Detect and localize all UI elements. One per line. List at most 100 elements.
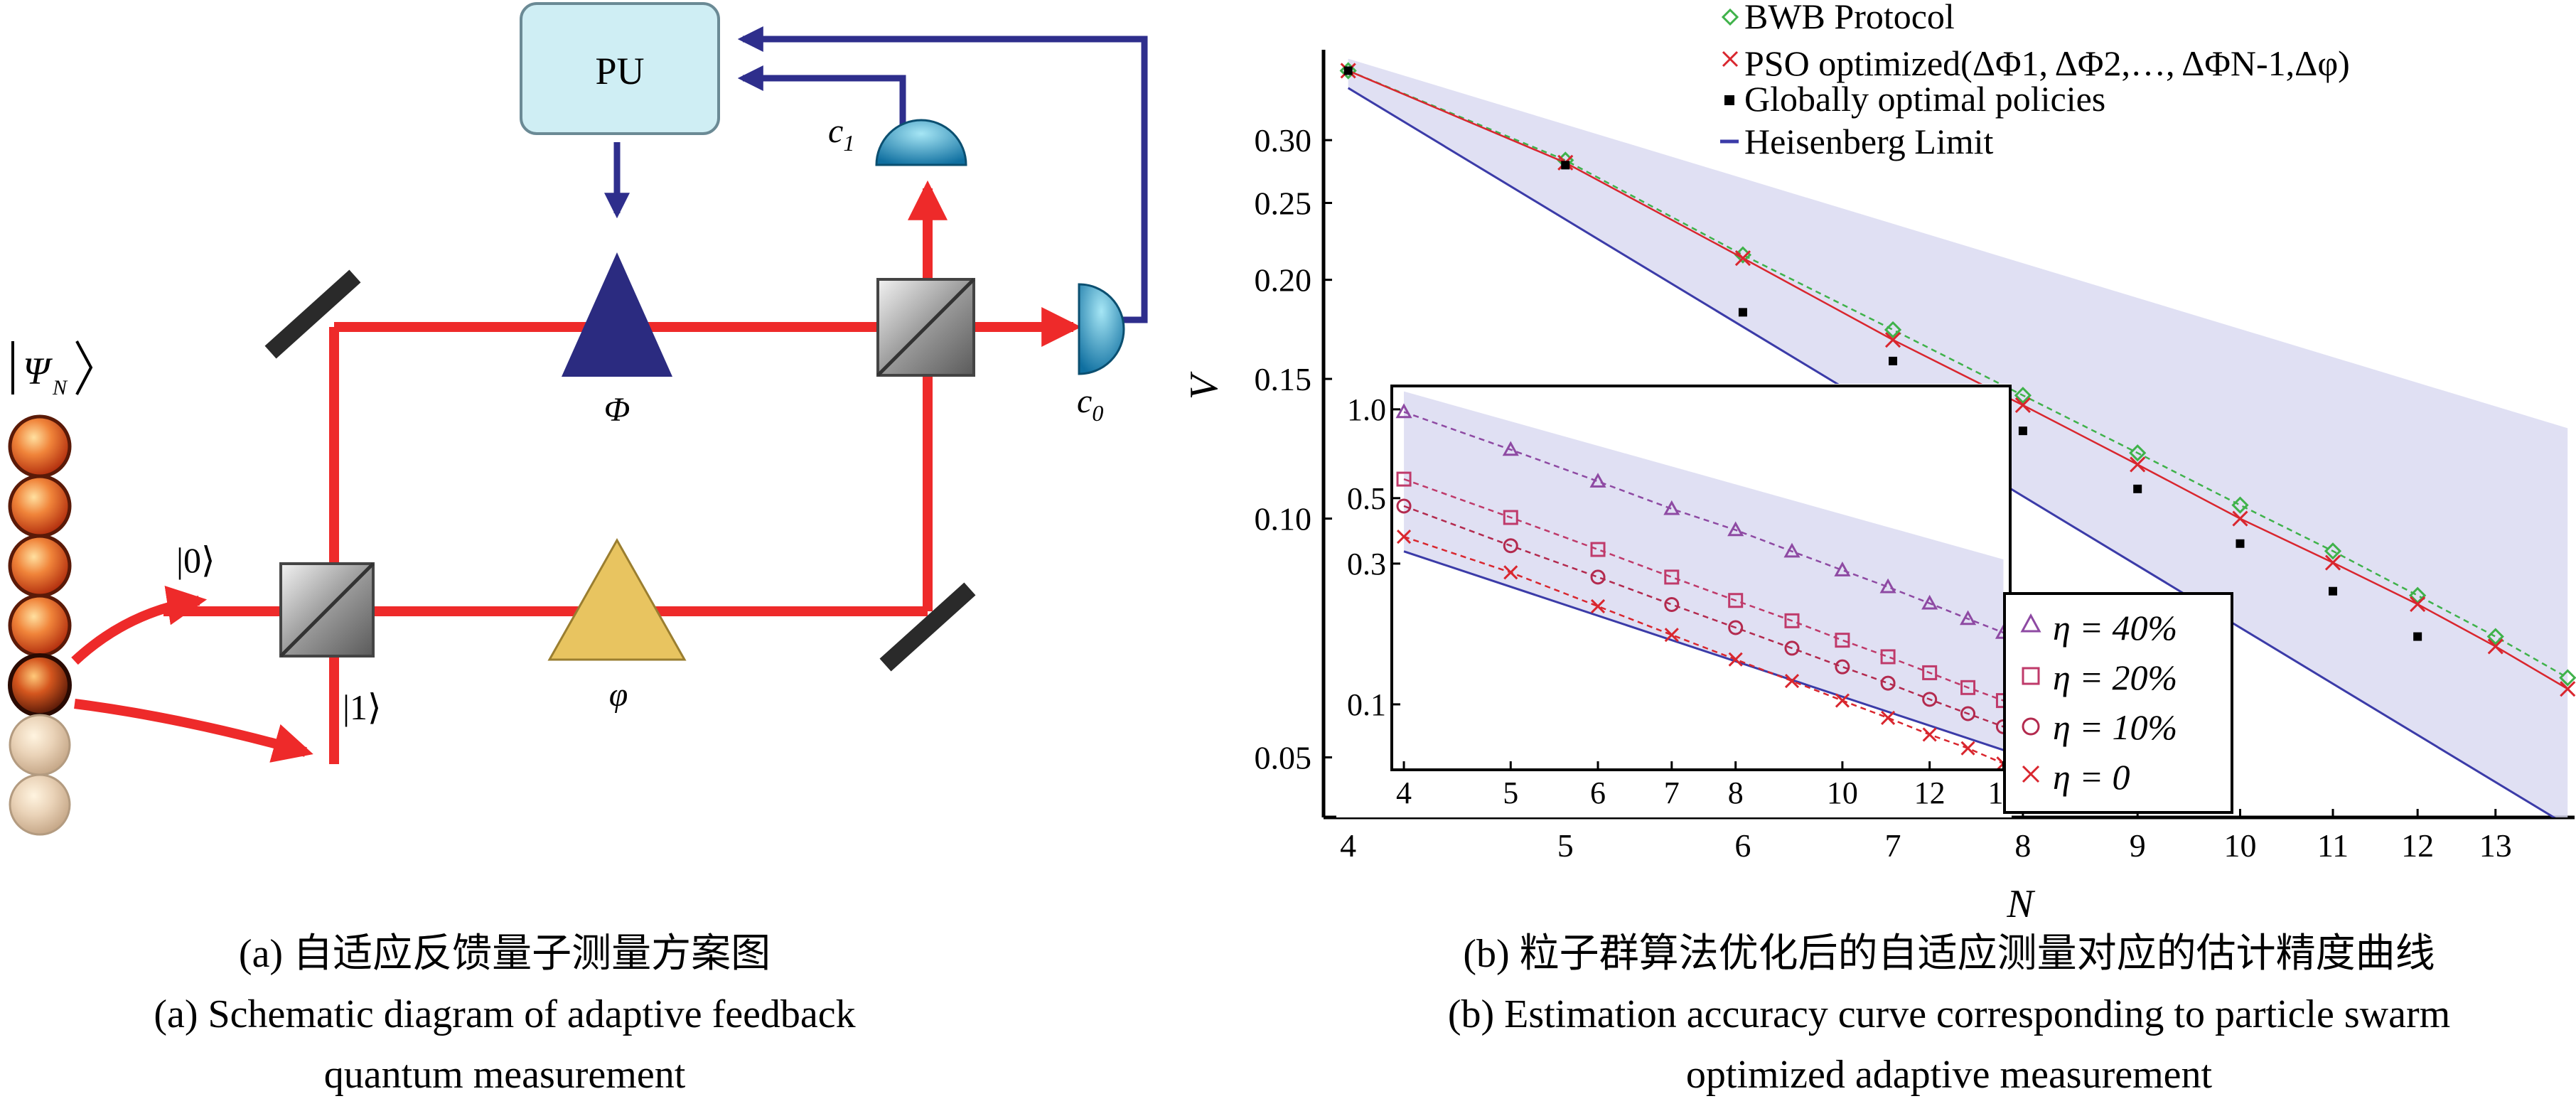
pso-point [2560,681,2576,697]
legend-eta20-marker [2022,667,2040,685]
x-tick-label: 11 [2317,827,2349,864]
inset-chart: 456781012140.10.30.51.0 η = 40% η = 20% … [1336,384,2233,817]
inset-eta40-point [1783,542,1800,558]
inset-eta10-point [1880,675,1896,691]
pso-point [2324,554,2341,571]
y-tick-label: 0.20 [1255,262,1312,299]
caption-a-en-line1: (a) Schematic diagram of adaptive feedba… [154,992,855,1036]
legend-eta10-marker [2022,717,2040,736]
inset-eta20-point [1590,542,1606,557]
optimal-point [1738,308,1747,317]
legend-pso-marker [1722,50,1739,68]
inset-eta10-point [1835,659,1850,675]
inset-eta0-point [1396,530,1412,544]
pso-point [1734,250,1751,267]
schematic-diagram: PU Φ φ c1 [8,2,1148,836]
bwb-point [2486,628,2504,645]
inset-eta0-point [1728,652,1743,667]
pso-point [2130,456,2146,473]
x-tick-label: 6 [1734,827,1751,864]
captions: (a) 自适应反馈量子测量方案图 (a) Schematic diagram o… [154,932,2450,1097]
bwb-point [2231,496,2249,514]
x-tick-label: 10 [2223,827,2256,864]
main-legend: BWB Protocol PSO optimized(ΔΦ1, ΔΦ2,…, Δ… [1720,0,2350,161]
inset-eta40-point [1921,594,1938,610]
mirror-top-left [264,269,361,359]
inset-x-tick-label: 8 [1728,775,1744,810]
pu-label: PU [595,50,644,92]
inset-eta0-point [1960,741,1975,756]
phase-shifter-small-phi [547,537,687,661]
optimal-point [1343,66,1353,75]
inset-eta0-point [1881,710,1896,725]
bwb-point [2559,669,2576,687]
processing-unit-box [520,2,720,135]
bwb-point [2409,586,2427,604]
legend-pso-label: PSO optimized(ΔΦ1, ΔΦ2,…, ΔΦN-1,Δφ) [1744,43,2350,83]
pso-point [1884,332,1901,348]
inset-legend-box [2003,592,2233,814]
inset-eta0-point [1784,673,1800,689]
y-tick-label: 0.30 [1255,122,1312,159]
beam-splitter-input [279,562,375,658]
inset-x-tick-label: 5 [1503,775,1518,810]
mirror-bottom-right [879,582,976,672]
inset-x-tick-label: 10 [1827,775,1858,810]
c1-label: c1 [828,112,854,156]
inset-x-tick-label: 7 [1664,775,1680,810]
inset-eta40-point [1727,521,1744,537]
inset-eta40-point [1960,610,1977,626]
inset-eta10-point [1396,498,1412,514]
inset-eta20-point [1960,680,1976,695]
pso-point [2487,638,2503,655]
phi-small-label: φ [609,676,628,714]
bwb-point [2324,542,2342,560]
inset-eta20-point [1396,471,1412,487]
x-tick-label: 13 [2479,827,2512,864]
inset-eta10-point [1960,706,1976,721]
beam-splitter-output [876,278,975,377]
phase-shifter-big-phi [562,252,672,377]
ket-1-label: |1⟩ [343,687,382,727]
inset-eta20-point [1503,510,1518,525]
inset-eta0-point [1835,693,1850,708]
legend-eta0-label: η = 0 [2053,757,2130,797]
x-tick-label: 5 [1557,827,1574,864]
inset-eta40-point [1834,562,1851,576]
legend-bwb-label: BWB Protocol [1744,0,1955,36]
inset-y-tick-label: 0.1 [1347,687,1386,722]
inset-eta20-point [1664,569,1680,585]
legend-bwb-marker [1721,8,1739,26]
x-axis-label: N [2006,882,2035,926]
inset-eta20-point [1880,649,1896,665]
phi-big-label: Φ [604,391,630,429]
bwb-point [1339,62,1357,80]
inset-eta10-point [1922,692,1938,707]
legend-optimal-label: Globally optimal policies [1744,79,2105,119]
caption-b-en-line1: (b) Estimation accuracy curve correspond… [1448,992,2450,1036]
inset-eta40-point [1663,500,1680,515]
inset-eta0-point [1590,599,1606,614]
pso-point [2014,397,2031,414]
x-tick-label: 7 [1885,827,1901,864]
caption-a-cn: (a) 自适应反馈量子测量方案图 [239,932,771,976]
inset-eta10-point [1590,569,1606,585]
legend-eta40-marker [2020,613,2041,633]
inset-y-tick-label: 1.0 [1347,392,1386,427]
inset-y-tick-label: 0.3 [1347,547,1386,581]
inset-x-tick-label: 6 [1590,775,1606,810]
caption-a-en-line2: quantum measurement [324,1053,686,1097]
inset-eta10-point [1784,640,1800,656]
optimal-point [1561,161,1570,170]
inset-eta0-point [1503,565,1518,580]
inset-eta0-point [1664,628,1679,643]
inset-eta10-point [1503,538,1518,554]
inset-eta40-line [1403,411,2004,634]
inset-y-tick-label: 0.5 [1347,481,1386,516]
inset-shaded-band [1404,391,2004,751]
x-tick-label: 8 [2014,827,2031,864]
legend-heisenberg-label: Heisenberg Limit [1744,122,1993,161]
ket-0-label: |0⟩ [176,540,215,580]
bwb-point [1884,321,1902,339]
bwb-point [2014,387,2032,404]
